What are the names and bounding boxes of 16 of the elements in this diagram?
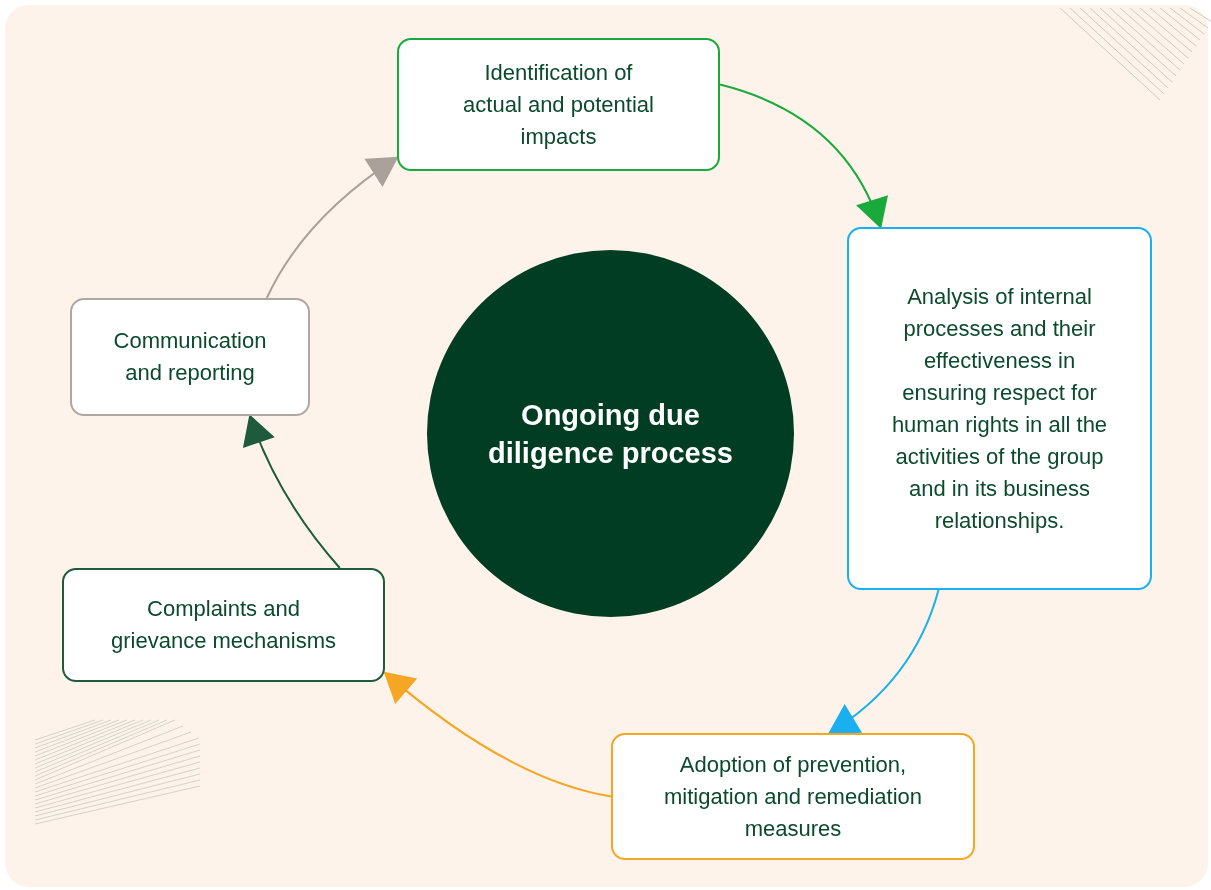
step-text: Communication and reporting (112, 327, 268, 387)
process-box (847, 227, 1152, 590)
step-text: Analysis of internal processes and their effectiveness in ensuring respect for human rights in all the activities of the group and in its business relationships. (890, 282, 1109, 535)
curved-arrow (265, 156, 398, 299)
step-text: Complaints and grievance mechanisms (110, 595, 337, 655)
step-text: Adoption of prevention, mitigation and remediation measures (662, 750, 923, 843)
curved-arrow (384, 671, 612, 798)
curved-arrow (719, 83, 887, 228)
curved-arrow (828, 589, 940, 734)
process-box (70, 298, 310, 416)
process-box (611, 733, 975, 860)
center-title: Ongoing due diligence process (487, 397, 734, 471)
step-text: Identification of actual and potential impacts (462, 58, 655, 151)
curved-arrow (243, 415, 341, 569)
process-box (62, 568, 385, 682)
process-box (397, 38, 720, 171)
